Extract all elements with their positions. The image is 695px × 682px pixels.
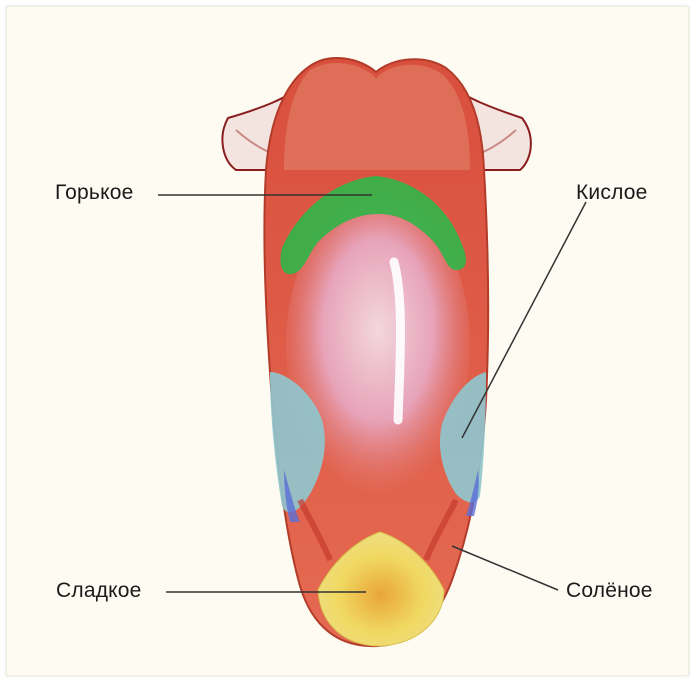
leader-line-salty: [452, 546, 558, 590]
label-sweet: Сладкое: [56, 579, 142, 603]
tongue-root-texture: [284, 63, 470, 170]
label-bitter: Горькое: [55, 181, 133, 205]
label-sour: Кислое: [576, 181, 648, 205]
label-salty: Солёное: [566, 579, 653, 603]
